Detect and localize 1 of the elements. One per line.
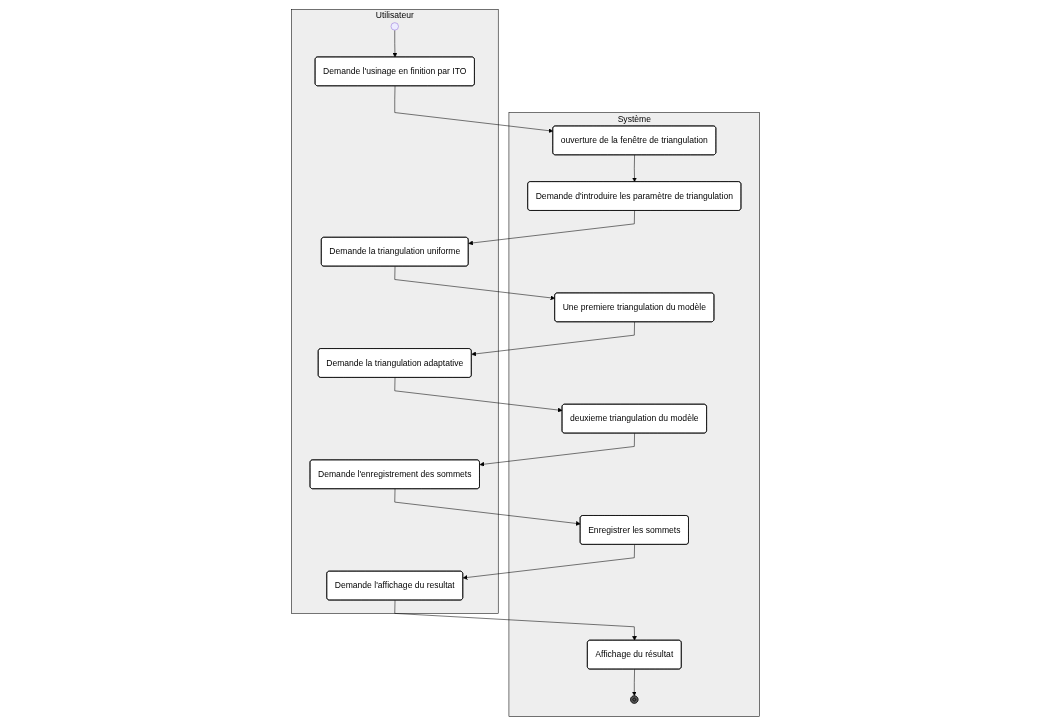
node-circle <box>390 22 399 31</box>
